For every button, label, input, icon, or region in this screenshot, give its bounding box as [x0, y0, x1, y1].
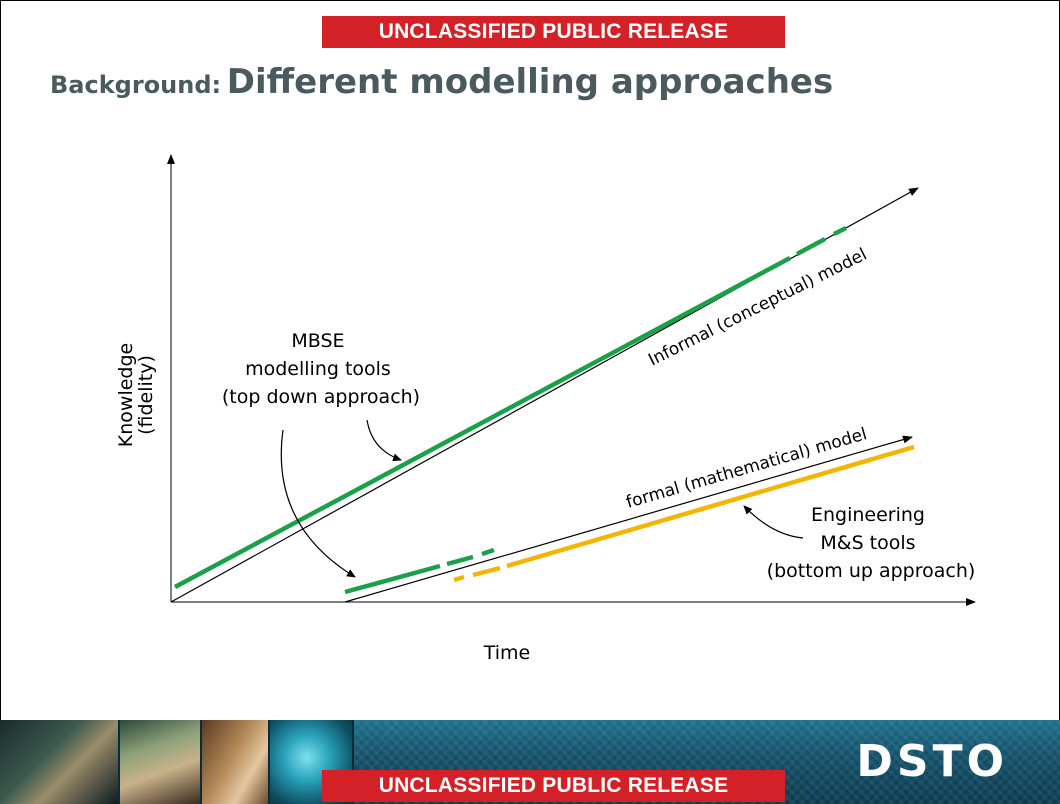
mbse-label-line-1: MBSE: [291, 330, 344, 352]
mbse-line-informal-dash-2: [832, 225, 848, 237]
x-axis-label: Time: [483, 642, 531, 664]
footer-photo-woman: [120, 720, 202, 804]
engineering-label-line-2: M&S tools: [820, 532, 915, 554]
engineering-line-dash-2: [472, 565, 501, 578]
classification-banner-top: UNCLASSIFIED PUBLIC RELEASE: [322, 16, 785, 48]
mbse-line-informal-dash-1: [795, 237, 827, 256]
mbse-line-formal: [344, 563, 441, 595]
title-prefix: Background:: [50, 71, 222, 99]
slide-title: Background: Different modelling approach…: [50, 62, 833, 102]
formal-model-line: [344, 435, 913, 603]
engineering-label-line-3: (bottom up approach): [767, 560, 976, 582]
mbse-line-informal: [173, 256, 792, 589]
footer-photo-control-room: [0, 720, 120, 804]
classification-banner-bottom: UNCLASSIFIED PUBLIC RELEASE: [322, 770, 785, 802]
mbse-label: MBSE modelling tools (top down approach): [222, 330, 420, 408]
informal-model-label: Informal (conceptual) model: [645, 245, 870, 371]
mbse-line-formal-dash-1: [446, 554, 474, 567]
mbse-label-line-3: (top down approach): [222, 386, 420, 408]
mbse-pointer-arrow-upper: [366, 419, 402, 462]
mbse-pointer-arrow-lower: [280, 429, 356, 578]
y-axis-label-line2: (fidelity): [135, 355, 157, 435]
informal-model-line: [170, 187, 919, 603]
dsto-logo: DSTO: [856, 736, 1008, 787]
engineering-pointer-arrow: [743, 505, 804, 539]
modelling-approaches-diagram: Informal (conceptual) model formal (math…: [115, 154, 976, 664]
engineering-label-line-1: Engineering: [811, 504, 925, 526]
title-main: Different modelling approaches: [226, 62, 834, 102]
engineering-label: Engineering M&S tools (bottom up approac…: [767, 504, 976, 582]
mbse-line-formal-dash-2: [481, 547, 495, 557]
mbse-label-line-2: modelling tools: [245, 358, 391, 380]
y-axis-label-line1: Knowledge: [115, 343, 137, 447]
engineering-line: [506, 444, 915, 569]
footer-photo-researcher: [202, 720, 270, 804]
engineering-line-dash-1: [453, 574, 465, 583]
